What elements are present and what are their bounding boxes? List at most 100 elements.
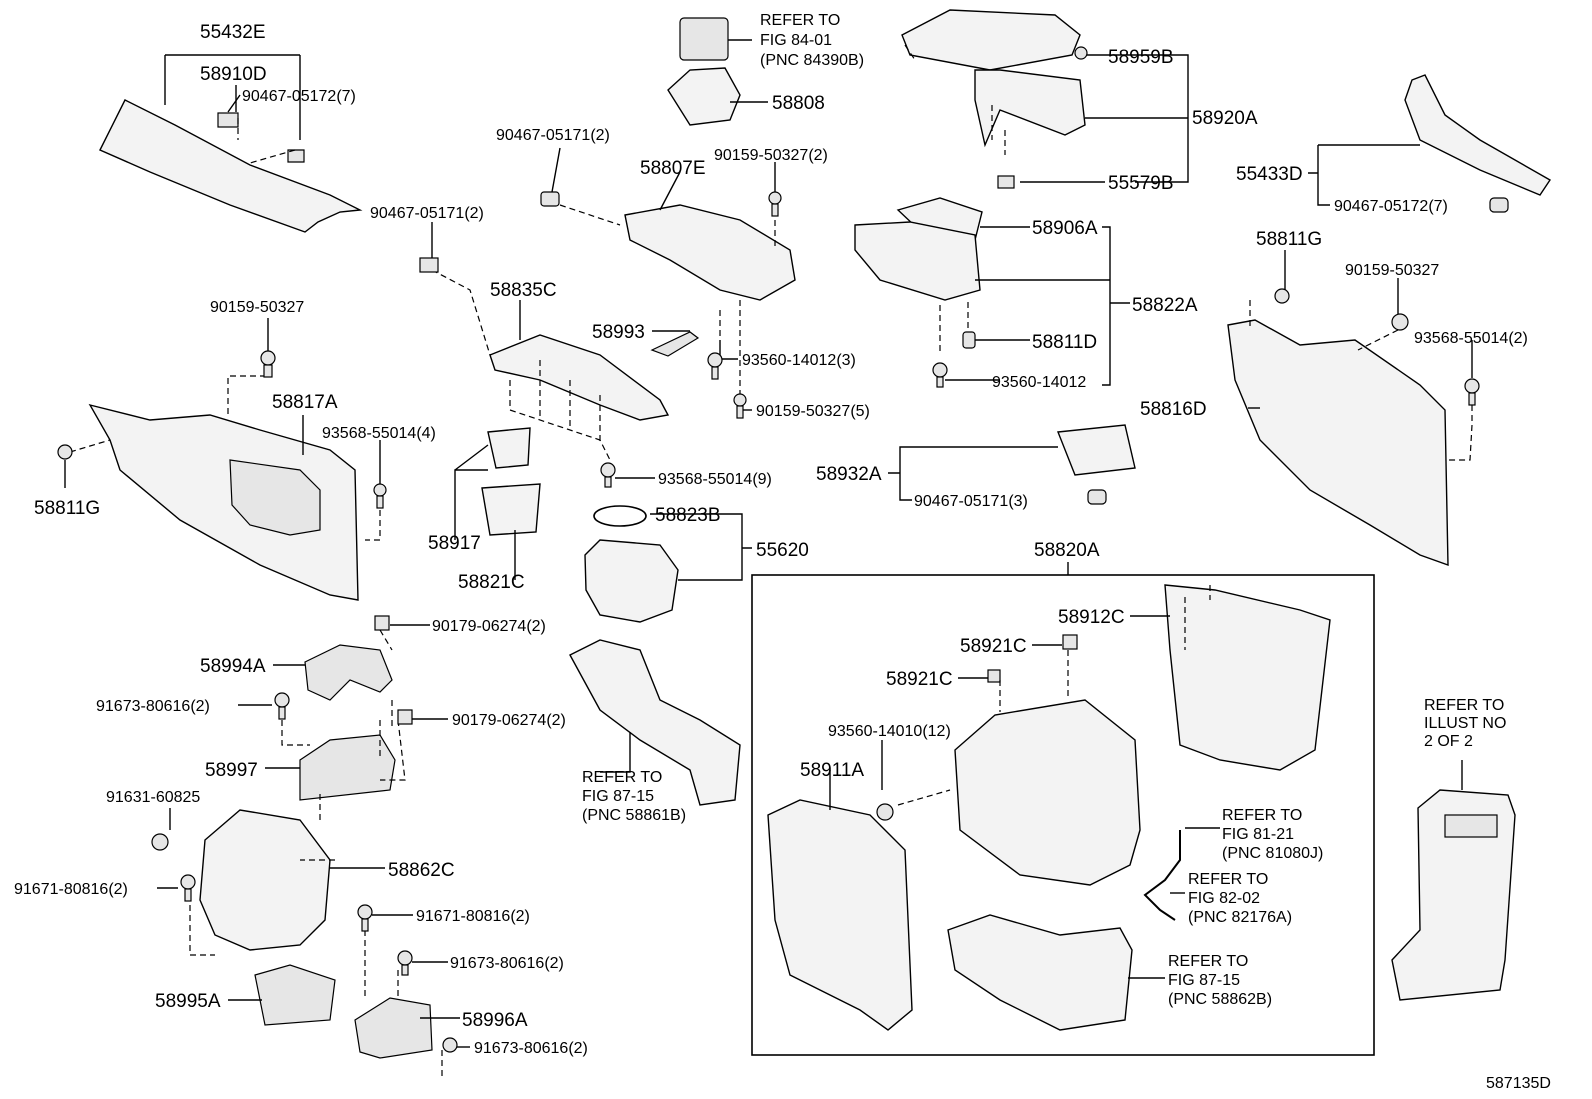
- part-label: 58917: [428, 533, 481, 554]
- part-label: 58807E: [640, 158, 706, 179]
- part-58920A: [901, 9, 1081, 71]
- bolt-icon: [932, 362, 948, 388]
- part-58811D: [962, 331, 976, 349]
- nut-icon: [374, 615, 390, 631]
- part-label: 58862C: [388, 860, 455, 881]
- part-label: 58808: [772, 93, 825, 114]
- part-58816D: [1227, 319, 1449, 567]
- svg-text:FIG 81-21: FIG 81-21: [1222, 826, 1294, 843]
- part-label: 58811G: [1256, 229, 1322, 250]
- part-labels: 55432E 58910D 90467-05172(7) 90467-05171…: [14, 22, 1528, 1057]
- svg-text:FIG 87-15: FIG 87-15: [1168, 972, 1240, 989]
- svg-text:REFER TO: REFER TO: [1424, 697, 1504, 714]
- svg-text:(PNC 82176A): (PNC 82176A): [1188, 909, 1292, 926]
- part-label: 93560-14012(3): [742, 352, 856, 369]
- part-58911A: [767, 799, 913, 1031]
- part-label: 90467-05171(2): [496, 127, 610, 144]
- bolt-icon: [357, 904, 373, 932]
- part-label: 58959B: [1108, 47, 1174, 68]
- part-58996A: [354, 997, 433, 1059]
- part-label: 93568-55014(4): [322, 425, 436, 442]
- refer-note: REFER TO FIG 87-15 (PNC 58862B): [1168, 953, 1272, 1008]
- bolt-icon: [151, 833, 169, 851]
- assembly-lines: [69, 44, 1473, 1080]
- part-label: 58822A: [1132, 295, 1198, 316]
- part-label: 93568-55014(9): [658, 471, 772, 488]
- svg-text:FIG 87-15: FIG 87-15: [582, 788, 654, 805]
- svg-text:REFER TO: REFER TO: [760, 12, 840, 29]
- svg-text:(PNC 81080J): (PNC 81080J): [1222, 845, 1323, 862]
- part-label: 90467-05171(2): [370, 205, 484, 222]
- part-label: 58995A: [155, 991, 221, 1012]
- part-label: 55579B: [1108, 173, 1174, 194]
- clip-icon: [1274, 288, 1290, 304]
- svg-text:FIG 82-02: FIG 82-02: [1188, 890, 1260, 907]
- leader-lines: [64, 39, 1506, 1048]
- part-58861B: [569, 639, 741, 806]
- refer-note: REFER TO FIG 87-15 (PNC 58861B): [582, 769, 686, 824]
- bolt-icon: [442, 1037, 458, 1053]
- part-58862C: [199, 809, 331, 951]
- part-label: 58912C: [1058, 607, 1125, 628]
- svg-text:FIG 84-01: FIG 84-01: [760, 32, 832, 49]
- svg-text:ILLUST NO: ILLUST NO: [1424, 715, 1506, 732]
- part-58817A: [88, 403, 359, 601]
- part-label: 58911A: [800, 760, 864, 781]
- part-55433D: [1404, 74, 1551, 196]
- bolt-icon: [876, 803, 894, 821]
- part-label: 91671-80816(2): [14, 881, 128, 898]
- bolt-icon: [1391, 313, 1409, 331]
- part-label: 58996A: [462, 1010, 528, 1031]
- bolt-icon: [180, 874, 196, 902]
- part-label: 90159-50327: [210, 299, 304, 316]
- part-label: 91673-80616(2): [450, 955, 564, 972]
- assembly-box-58820A: [751, 562, 1375, 1056]
- part-label: 58835C: [490, 280, 557, 301]
- refer-note: REFER TO FIG 84-01 (PNC 84390B): [760, 12, 864, 69]
- part-55620: [584, 539, 679, 623]
- part-58820A-body: [954, 699, 1141, 886]
- part-58862B: [947, 914, 1133, 1031]
- part-58807E: [624, 204, 796, 301]
- part-58821C: [481, 483, 541, 536]
- part-label: 58920A: [1192, 108, 1258, 129]
- part-58997: [299, 734, 396, 801]
- part-shapes: [88, 9, 1551, 1059]
- part-84390B: [679, 17, 729, 61]
- part-55432E: [99, 99, 363, 233]
- part-label: 93568-55014(2): [1414, 330, 1528, 347]
- part-58808: [667, 67, 741, 126]
- part-label: 58811D: [1032, 332, 1097, 353]
- clip-icon: [1489, 197, 1509, 213]
- part-58921C-b: [987, 669, 1001, 683]
- part-label: 58820A: [1034, 540, 1100, 561]
- part-label: 58811G: [34, 498, 100, 519]
- refer-notes: REFER TO FIG 84-01 (PNC 84390B) REFER TO…: [582, 12, 1506, 1008]
- part-label: 90159-50327(2): [714, 147, 828, 164]
- part-58917: [487, 427, 531, 469]
- part-label: 93560-14012: [992, 374, 1086, 391]
- part-label: 90179-06274(2): [432, 618, 546, 635]
- part-label: 58821C: [458, 572, 525, 593]
- bolt-icon: [1464, 378, 1480, 406]
- part-label: 55433D: [1236, 164, 1303, 185]
- part-label: 91673-80616(2): [474, 1040, 588, 1057]
- bolt-icon: [260, 350, 276, 378]
- part-58993: [650, 331, 700, 357]
- part-58823B: [593, 505, 647, 527]
- refer-note: REFER TO FIG 82-02 (PNC 82176A): [1188, 871, 1292, 926]
- part-label: 58993: [592, 322, 645, 343]
- part-label: 55432E: [200, 22, 266, 43]
- part-label: 90159-50327(5): [756, 403, 870, 420]
- bolt-icon: [707, 352, 723, 380]
- clip-icon: [1087, 489, 1107, 505]
- part-label: 90467-05172(7): [1334, 198, 1448, 215]
- part-label: 90467-05171(3): [914, 493, 1028, 510]
- svg-text:(PNC 84390B): (PNC 84390B): [760, 52, 864, 69]
- clip-icon: [997, 175, 1015, 189]
- part-harness: [1143, 830, 1181, 921]
- clip-icon: [287, 149, 305, 163]
- part-58912C: [1164, 584, 1331, 771]
